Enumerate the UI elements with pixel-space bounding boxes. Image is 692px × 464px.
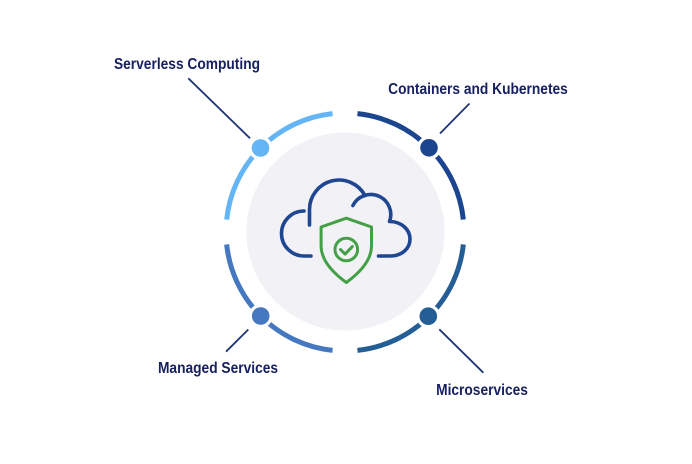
node-dot [251,139,270,157]
cloud-left-lobe [279,209,313,258]
node-marker-serverless-computing [248,136,273,160]
node-dot [420,139,438,157]
node-markers [248,135,441,329]
cloud-security-icon [279,178,412,284]
checkmark-icon [339,245,354,256]
leader-line-managed-services [225,328,249,353]
node-dot [419,307,438,326]
center-background-circle [246,132,445,331]
label-managed-services: Managed Services [158,359,279,377]
node-dot [251,307,270,325]
label-microservices: Microservices [436,381,529,399]
cloud-right-lobe [351,192,412,258]
shield-check-icon [319,216,373,284]
leader-lines [187,77,484,374]
cloud-top-lobe [307,178,367,227]
leader-line-serverless-computing [187,77,251,139]
node-marker-managed-services [248,304,273,328]
leader-line-microservices [438,328,484,374]
node-marker-containers-and-kubernetes [417,135,441,160]
node-marker-microservices [416,304,441,329]
cloud-icon [279,178,412,258]
leader-line-containers-and-kubernetes [439,102,471,135]
label-containers-and-kubernetes: Containers and Kubernetes [388,81,569,98]
label-serverless-computing: Serverless Computing [113,55,260,73]
check-circle [333,236,360,263]
shield-outline [319,216,373,284]
